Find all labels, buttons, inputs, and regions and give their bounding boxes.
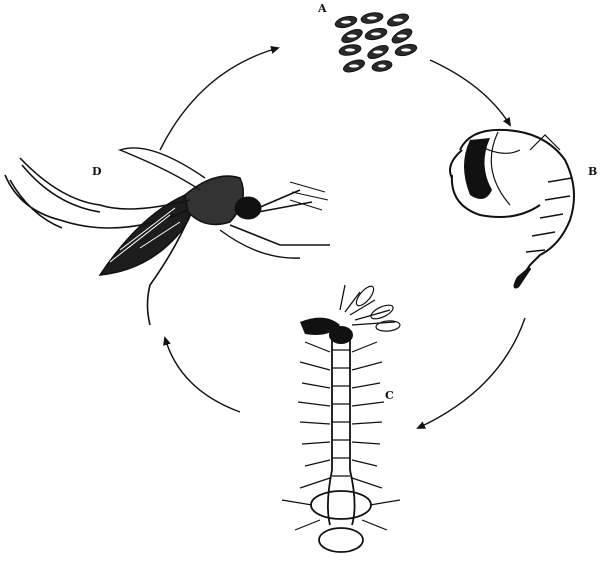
arrow-d-to-a bbox=[160, 48, 278, 150]
stage-label-b: B bbox=[588, 166, 597, 177]
stage-label-d: D bbox=[92, 166, 102, 177]
arrow-c-to-d bbox=[165, 338, 240, 412]
arrow-b-to-c bbox=[418, 318, 525, 428]
adult-mosquito-icon bbox=[5, 148, 330, 325]
stage-label-a: A bbox=[318, 3, 327, 14]
stage-label-c: C bbox=[385, 390, 394, 401]
larva-icon bbox=[282, 284, 400, 552]
arrow-a-to-b bbox=[430, 60, 510, 125]
